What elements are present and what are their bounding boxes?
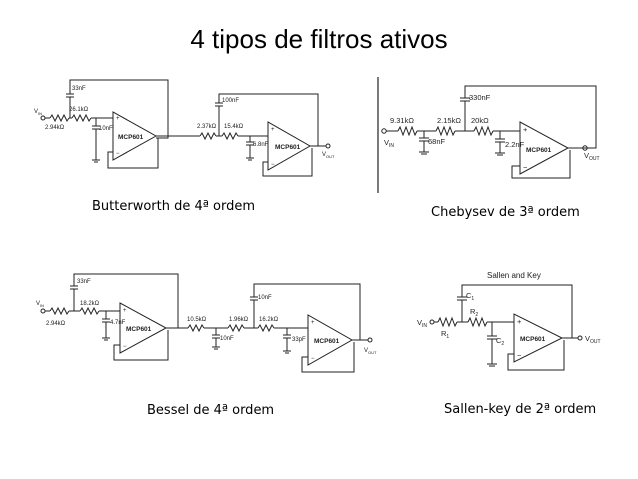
chebyshev-r1	[397, 125, 418, 137]
chebyshev-vout-label: VOUT	[584, 151, 600, 162]
sallen-key-r1-label: R1	[441, 329, 449, 340]
bessel-r2-label: 18.2kΩ	[80, 301, 100, 307]
bessel-r1	[49, 306, 70, 316]
svg-text:+: +	[523, 125, 528, 134]
page-title: 4 tipos de filtros ativos	[190, 24, 448, 54]
bessel-r3	[187, 323, 205, 333]
bessel-c1-label: 33nF	[77, 279, 91, 285]
bessel-opamp1-label: MCP601	[126, 326, 152, 333]
svg-text:−: −	[523, 163, 528, 172]
svg-text:−: −	[116, 151, 120, 157]
sallen-key-c2-label: C2	[496, 336, 504, 347]
svg-text:+: +	[271, 127, 275, 133]
bessel-vin-label: VIN	[36, 301, 44, 308]
bessel-opamp2	[307, 314, 354, 366]
bessel-r1-label: 2.94kΩ	[46, 321, 66, 327]
butterworth-opamp2-label: MCP601	[275, 144, 301, 151]
chebyshev-c3-label: 2.2nF	[505, 140, 525, 149]
butterworth-r4-label: 15.4kΩ	[224, 124, 244, 130]
svg-text:+: +	[116, 116, 120, 122]
sallen-key-r2-label: R2	[470, 307, 478, 318]
svg-text:−: −	[271, 162, 275, 168]
chebyshev-vin-label: VIN	[384, 138, 394, 149]
butterworth-r2-label: 26.1kΩ	[69, 107, 89, 113]
chebyshev-opamp-label: MCP601	[526, 147, 552, 154]
butterworth-r3-label: 2.37kΩ	[197, 124, 217, 130]
svg-text:+: +	[311, 320, 315, 326]
butterworth-opamp2	[267, 121, 312, 171]
sallen-key-header: Sallen and Key	[487, 271, 541, 280]
bessel-r4	[227, 323, 245, 333]
sallen-key-vin-label: VIN	[417, 318, 427, 329]
sallen-key-opamp-label: MCP601	[520, 336, 546, 343]
sallen-key-c1-label: C1	[466, 291, 474, 302]
sallen-key-vout-label: VOUT	[585, 334, 601, 345]
caption-chebyshev: Chebysev de 3ª ordem	[431, 205, 580, 220]
bessel-opamp2-label: MCP601	[314, 338, 340, 345]
butterworth-r1	[49, 113, 70, 123]
svg-text:−: −	[311, 356, 315, 362]
butterworth-vout-label: VOUT	[322, 152, 335, 159]
sallen-key-opamp	[513, 313, 564, 363]
chebyshev-r3	[473, 125, 494, 137]
sallen-key-r1	[437, 316, 458, 328]
sallen-key-r2	[467, 316, 488, 328]
bessel-r5	[257, 323, 275, 333]
butterworth-opamp1-label: MCP601	[118, 134, 144, 141]
bessel-vout-label: VOUT	[364, 348, 377, 355]
bessel-r3-label: 10.5kΩ	[187, 317, 207, 323]
chebyshev-r1-label: 9.31kΩ	[390, 116, 414, 125]
bessel-c2-label: 4.7nF	[110, 320, 126, 326]
butterworth-c2-label: 10nF	[99, 126, 113, 132]
bessel-opamp1	[119, 302, 168, 354]
butterworth-circuit: VIN 2.94kΩ 26.1kΩ 33nF 10nF + − MCP601 2.…	[34, 79, 335, 177]
butterworth-vin-label: VIN	[34, 109, 42, 116]
chebyshev-c1-label: 68nF	[428, 137, 446, 146]
svg-text:+: +	[123, 308, 127, 314]
sallen-key-circuit: Sallen and Key VIN R1 R2 C1 C2 + − MCP601…	[417, 271, 601, 371]
butterworth-c3-label: 100nF	[222, 98, 239, 104]
butterworth-r4	[221, 131, 239, 141]
chebyshev-r3-label: 20kΩ	[471, 116, 489, 125]
svg-text:+: +	[517, 317, 522, 326]
butterworth-r1-label: 2.94kΩ	[45, 125, 65, 131]
chebyshev-c2-label: 330nF	[469, 93, 491, 102]
bessel-c5-label: 33pF	[292, 337, 306, 343]
chebyshev-circuit: VIN 9.31kΩ 2.15kΩ 20kΩ 68nF 330nF 2.2nF …	[381, 85, 600, 179]
svg-text:−: −	[123, 344, 127, 350]
caption-sallen-key: Sallen-key de 2ª ordem	[444, 402, 597, 417]
bessel-r5-label: 16.2kΩ	[259, 317, 279, 323]
bessel-c4-label: 10nF	[258, 295, 272, 301]
svg-text:−: −	[517, 351, 522, 360]
caption-butterworth: Butterworth de 4ª ordem	[92, 199, 255, 214]
butterworth-c1-label: 33nF	[72, 86, 86, 92]
chebyshev-opamp	[519, 121, 570, 175]
butterworth-c4-label: 6.8nF	[253, 142, 269, 148]
bessel-c3-label: 10nF	[220, 336, 234, 342]
bessel-r4-label: 1.96kΩ	[229, 317, 249, 323]
butterworth-r3	[199, 131, 217, 141]
caption-bessel: Bessel de 4ª ordem	[147, 403, 275, 418]
bessel-r2	[79, 306, 100, 316]
chebyshev-r2-label: 2.15kΩ	[437, 116, 461, 125]
butterworth-r2	[71, 113, 92, 123]
butterworth-opamp1	[112, 111, 158, 161]
chebyshev-r2	[435, 125, 456, 137]
bessel-circuit: VIN 2.94kΩ 18.2kΩ 33nF 4.7nF + − MCP601 1…	[36, 273, 377, 373]
